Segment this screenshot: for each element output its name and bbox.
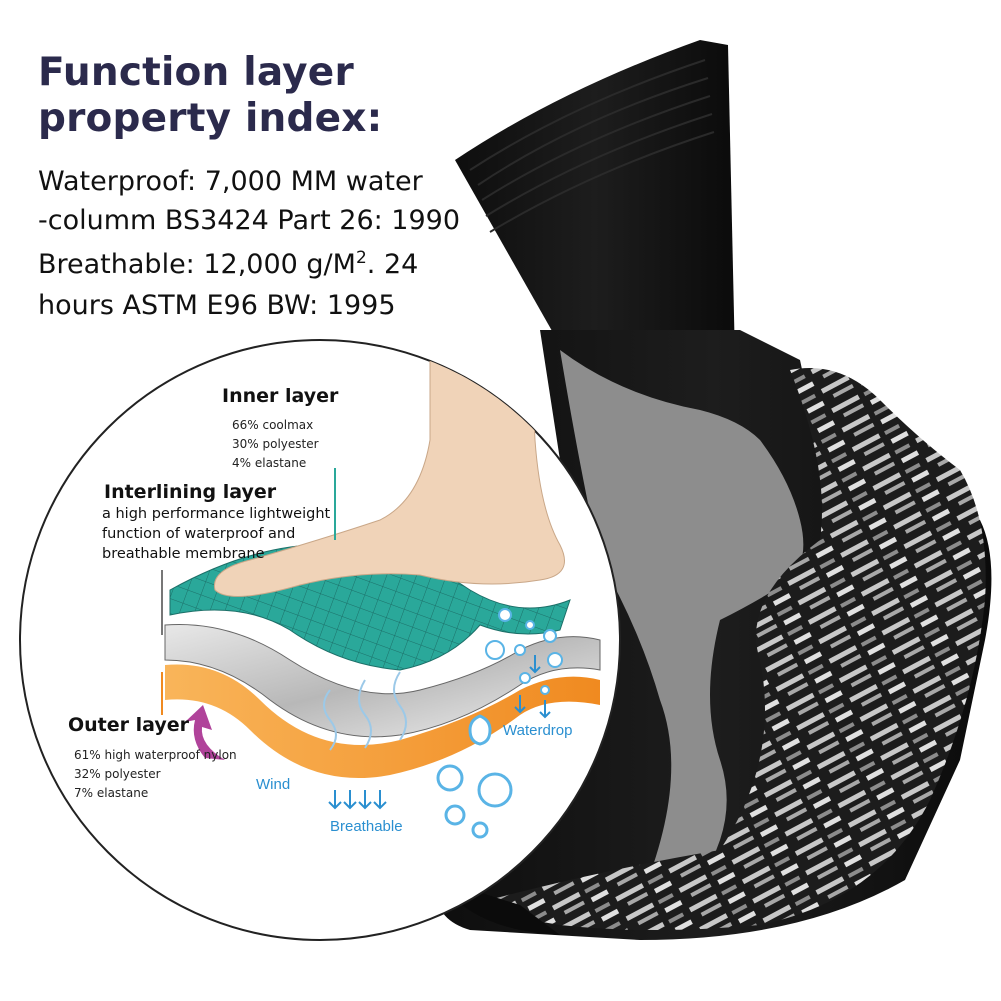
breathable-arrows-icon bbox=[328, 790, 387, 810]
waterdrop-icon bbox=[436, 714, 513, 839]
heading-line-1: Function layer bbox=[38, 50, 354, 95]
bubbles-icon bbox=[485, 608, 563, 695]
spec-breathable-value: 12,000 g/M bbox=[194, 249, 356, 280]
spec-breathable-line-2: hours ASTM E96 BW: 1995 bbox=[38, 290, 396, 321]
spec-waterproof: Waterproof: 7,000 MM water bbox=[38, 166, 423, 197]
outer-layer-item: 32% polyester bbox=[74, 767, 161, 781]
cuff-ribs bbox=[469, 59, 715, 233]
inner-layer-title: Inner layer bbox=[222, 385, 339, 407]
interlining-layer-line: a high performance lightweight bbox=[102, 506, 331, 522]
waterdrop-arrows-icon bbox=[514, 655, 551, 719]
interlining-layer-line: function of waterproof and bbox=[102, 526, 296, 542]
foot-illustration bbox=[213, 340, 565, 597]
outer-layer-title: Outer layer bbox=[68, 714, 190, 736]
spec-breathable-sup: 2 bbox=[355, 248, 367, 268]
outer-layer-item: 61% high waterproof nylon bbox=[74, 748, 237, 762]
wind-label: Wind bbox=[256, 776, 291, 793]
breath-wisps bbox=[323, 671, 407, 751]
waterdrop-label: Waterdrop bbox=[503, 722, 573, 739]
outer-layer-band bbox=[165, 664, 600, 778]
breathable-label: Breathable bbox=[330, 818, 403, 835]
inner-layer-item: 66% coolmax bbox=[232, 418, 314, 432]
wind-arrow-icon bbox=[185, 705, 225, 760]
spec-breathable: Breathable: 12,000 g/M2. 24 bbox=[38, 248, 418, 280]
spec-breathable-label: Breathable: bbox=[38, 249, 195, 280]
inner-layer-item: 30% polyester bbox=[232, 437, 319, 451]
interlining-layer-title: Interlining layer bbox=[104, 481, 277, 503]
membrane-band bbox=[164, 623, 601, 738]
interlining-layer-line: breathable membrane bbox=[102, 546, 265, 562]
spec-waterproof-label: Waterproof: bbox=[38, 166, 197, 197]
outer-layer-item: 7% elastane bbox=[74, 786, 149, 800]
spec-waterproof-line-2: -columm BS3424 Part 26: 1990 bbox=[38, 205, 461, 236]
spec-breathable-after: . 24 bbox=[366, 249, 419, 280]
heading-line-2: property index: bbox=[38, 96, 383, 141]
spec-waterproof-value: 7,000 MM water bbox=[196, 166, 423, 197]
inner-layer-item: 4% elastane bbox=[232, 456, 307, 470]
sock-stripe-pattern bbox=[470, 368, 986, 930]
sock-grey-panel bbox=[560, 350, 804, 900]
sock-cuff bbox=[455, 40, 735, 360]
